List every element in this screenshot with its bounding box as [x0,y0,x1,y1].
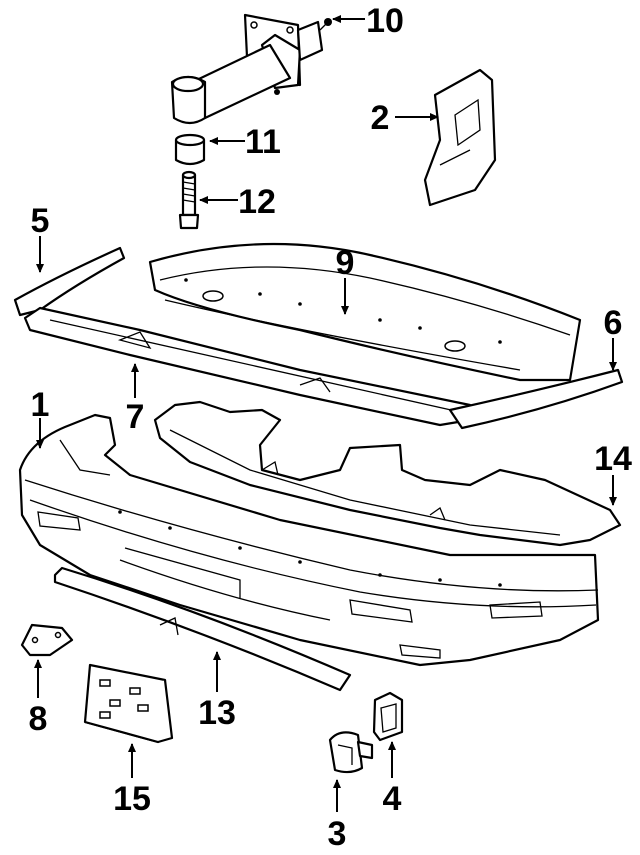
callout-labels: 1 2 3 4 5 6 7 8 9 10 11 12 13 14 15 [29,2,632,853]
callout-15: 15 [113,780,151,818]
callout-12: 12 [238,183,276,221]
callout-7: 7 [126,398,145,436]
bumper-absorber-part [153,400,622,547]
callout-5: 5 [31,202,50,240]
callout-13: 13 [198,694,236,732]
energy-absorber-part [170,13,332,125]
callout-2: 2 [371,99,390,137]
right-spoiler-end-part [448,368,624,430]
callout-11: 11 [245,123,281,161]
lower-valance-strip-part [53,566,352,692]
callout-4: 4 [383,780,402,818]
callout-14: 14 [594,440,632,478]
callout-6: 6 [604,304,623,342]
callout-8: 8 [29,700,48,738]
callout-9: 9 [336,244,355,282]
small-bracket-part [20,623,74,657]
callout-1: 1 [31,386,50,424]
left-spoiler-end-part [13,246,126,317]
callout-10: 10 [366,2,404,40]
reinforcement-beam-part [148,242,582,382]
bolt-part [178,170,200,230]
spacer-part [174,133,206,166]
bulb-socket-part [328,731,374,774]
side-bracket-part [423,68,497,207]
bumper-cover-part [18,413,600,667]
side-marker-lamp-part [372,691,404,742]
leader-lines [34,15,617,812]
callout-3: 3 [328,815,347,853]
license-plate-bracket-part [83,663,174,744]
